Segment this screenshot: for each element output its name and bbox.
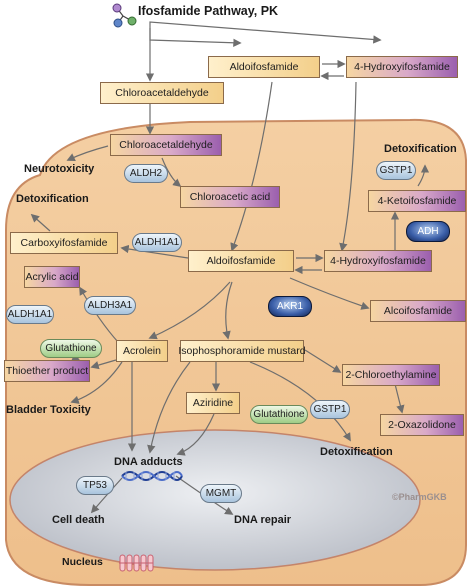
arrow-chloroeth-oxaz (394, 383, 405, 414)
label-neurotoxicity: Neurotoxicity (24, 163, 95, 175)
node-acrolein[interactable]: Acrolein (116, 340, 168, 362)
node-2-chloroethylamine[interactable]: 2-Chloroethylamine (342, 364, 440, 386)
node-4-hydroxyifosfamide-top[interactable]: 4-Hydroxyifosfamide (346, 56, 458, 78)
arrow-aldo-isophos (222, 281, 233, 340)
label-cell-death: Cell death (52, 514, 105, 526)
node-isophosphoramide-mustard[interactable]: Isophosphoramide mustard (178, 340, 306, 362)
arrow-dna-celldeath (90, 477, 123, 514)
enzyme-mgmt[interactable]: MGMT (200, 484, 242, 503)
node-thioether-product[interactable]: Thioether product (4, 360, 90, 382)
arrow-iso-detox (249, 361, 351, 442)
arrow-acrolein-bladder (70, 361, 123, 404)
label-dna-repair: DNA repair (234, 514, 292, 526)
enzyme-gstp1-top[interactable]: GSTP1 (376, 161, 416, 180)
arrow-chloro-acid (161, 157, 182, 188)
arrow-aldo-carboxy (120, 244, 189, 259)
arrow-aziridine-dna (176, 413, 215, 456)
enzyme-aldh1a1-left[interactable]: ALDH1A1 (6, 305, 54, 324)
node-chloroacetaldehyde-outside[interactable]: Chloroacetaldehyde (100, 82, 224, 104)
enzyme-tp53[interactable]: TP53 (76, 476, 114, 495)
label-bladder-toxicity: Bladder Toxicity (6, 404, 91, 416)
arrow-chloro-neuro (66, 145, 109, 161)
arrow-carboxy-detox (30, 213, 51, 232)
node-2-oxazolidone[interactable]: 2-Oxazolidone (380, 414, 464, 436)
enzyme-aldh2[interactable]: ALDH2 (124, 164, 168, 183)
enzyme-glutathione-left[interactable]: Glutathione (40, 339, 102, 358)
arrow-aldo-top-down (230, 81, 273, 252)
node-aldoifosfamide-mid[interactable]: Aldoifosfamide (188, 250, 294, 272)
arrow-aldo-acrolein (148, 281, 231, 340)
label-detoxification-left: Detoxification (16, 193, 89, 205)
node-chloroacetaldehyde-inside[interactable]: Chloroacetaldehyde (110, 134, 222, 156)
enzyme-gstp1-mid[interactable]: GSTP1 (310, 400, 350, 419)
label-detoxification-top: Detoxification (384, 143, 457, 155)
arrow-keto-detox (417, 164, 430, 187)
label-nucleus: Nucleus (62, 556, 103, 568)
node-4-hydroxyifosfamide-mid[interactable]: 4-Hydroxyifosfamide (324, 250, 432, 272)
node-4-ketoifosfamide[interactable]: 4-Ketoifosfamide (368, 190, 466, 212)
arrow-hydroxy-top-down (339, 81, 357, 252)
watermark: ©PharmGKB (392, 492, 447, 502)
arrow-iso-chloroeth (304, 349, 342, 373)
node-aziridine[interactable]: Aziridine (186, 392, 240, 414)
page-title: Ifosfamide Pathway, PK (138, 4, 279, 18)
arrow-acrolein-acrylic (79, 286, 119, 343)
arrow-aldo-alco (289, 277, 370, 310)
arrow-acrolein-thioether (90, 359, 117, 370)
enzyme-aldh3a1[interactable]: ALDH3A1 (84, 296, 136, 315)
enzyme-aldh1a1-mid[interactable]: ALDH1A1 (132, 233, 182, 252)
label-detoxification-bottom: Detoxification (320, 446, 393, 458)
enzyme-adh[interactable]: ADH (406, 221, 450, 242)
node-aldoifosfamide-top[interactable]: Aldoifosfamide (208, 56, 320, 78)
node-alcoifosfamide[interactable]: Alcoifosfamide (370, 300, 466, 322)
node-carboxyifosfamide[interactable]: Carboxyifosfamide (10, 232, 118, 254)
enzyme-akr1[interactable]: AKR1 (268, 296, 312, 317)
enzyme-glutathione-mid[interactable]: Glutathione (250, 405, 308, 424)
arrow-title-hydroxy (149, 21, 382, 44)
node-acrylic-acid[interactable]: Acrylic acid (24, 266, 80, 288)
arrow-title-aldo (149, 28, 242, 47)
node-chloroacetic-acid[interactable]: Chloroacetic acid (180, 186, 280, 208)
arrow-iso-dna (147, 361, 191, 454)
label-dna-adducts: DNA adducts (114, 456, 183, 468)
